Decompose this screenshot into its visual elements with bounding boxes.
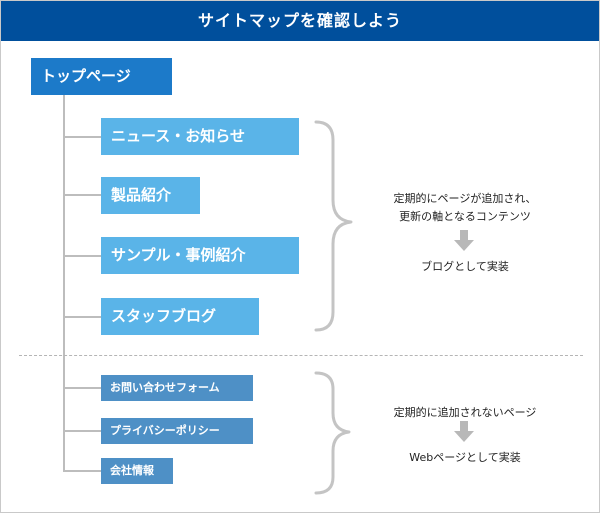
blog-note-line-2: 更新の軸となるコンテンツ — [399, 210, 531, 223]
page-node-staff-blog: スタッフブログ — [101, 298, 259, 335]
diagram-title: サイトマップを確認しよう — [1, 1, 599, 41]
web-group-note: 定期的に追加されないページ — [393, 406, 537, 419]
page-node-cases: サンプル・事例紹介 — [101, 237, 299, 274]
arrow-down-icon — [454, 421, 474, 442]
branch-line — [63, 136, 101, 138]
page-node-contact-form: お問い合わせフォーム — [101, 375, 253, 401]
branch-line — [63, 387, 101, 389]
branch-line — [63, 255, 101, 257]
blog-result-label: ブログとして実装 — [421, 260, 509, 273]
branch-line — [63, 194, 101, 196]
branch-line — [63, 430, 101, 432]
top-page-node: トップページ — [31, 58, 172, 95]
blog-note-line-1: 定期的にページが追加され、 — [393, 192, 537, 205]
branch-line — [63, 470, 101, 472]
web-result-label: Webページとして実装 — [409, 451, 521, 464]
page-node-company-info: 会社情報 — [101, 458, 173, 484]
trunk-line — [63, 95, 65, 471]
page-node-products: 製品紹介 — [101, 177, 200, 214]
section-divider — [19, 355, 583, 356]
arrow-down-icon — [454, 230, 474, 251]
page-node-news: ニュース・お知らせ — [101, 118, 299, 155]
page-node-privacy-policy: プライバシーポリシー — [101, 418, 253, 444]
branch-line — [63, 316, 101, 318]
blog-group-note: 定期的にページが追加され、 更新の軸となるコンテンツ — [367, 190, 563, 226]
